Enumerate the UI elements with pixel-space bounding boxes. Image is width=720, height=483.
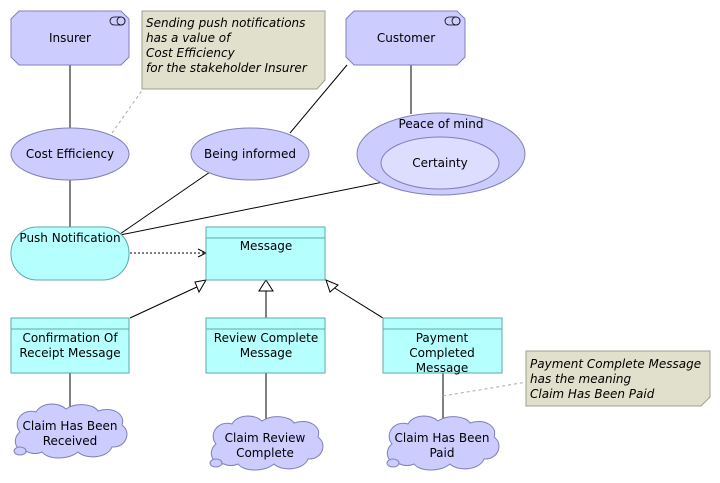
value-peace-of-mind-label: Peace of mind [399,117,484,131]
cloud-dot [209,458,223,468]
object-payment-line-3: Message [416,361,469,375]
value-certainty-label: Certainty [412,156,468,170]
meaning-claim-paid-line-2: Paid [429,446,454,460]
object-confirmation-line-2: Receipt Message [19,346,120,360]
object-review-complete[interactable]: Review Complete Message [205,317,326,374]
meaning-claim-received-line-2: Received [43,434,98,448]
value-cost-efficiency[interactable]: Cost Efficiency [10,127,130,181]
meaning-claim-review-line-1: Claim Review [225,431,306,445]
object-payment-completed[interactable]: Payment Completed Message [382,317,503,375]
object-confirmation-line-1: Confirmation Of [22,331,118,345]
meaning-claim-review-line-2: Complete [236,446,294,460]
stakeholder-icon-ring [451,16,461,26]
note-insurer-line-4: for the stakeholder Insurer [146,61,308,75]
cloud-dot [386,458,400,468]
meaning-claim-received[interactable]: Claim Has Been Received [13,403,128,459]
specialization-arrowhead-middle [258,279,274,292]
note-insurer-line-3: Cost Efficiency [146,46,236,60]
value-peace-of-mind[interactable]: Peace of mind Certainty [356,112,526,196]
note-payment-line-1: Payment Complete Message [530,357,701,371]
note-insurer[interactable]: Sending push notifications has a value o… [141,10,326,90]
note-insurer-line-1: Sending push notifications [146,16,305,30]
specialization-arrowhead-left [194,279,207,294]
specialization-arrowhead-right [325,279,339,293]
stakeholder-customer-label: Customer [377,31,435,45]
peace-of-mind-to-push-notification [119,181,384,236]
meaning-claim-review-complete[interactable]: Claim Review Complete [209,415,324,471]
object-message-label: Message [240,239,293,253]
meaning-claim-has-been-paid[interactable]: Claim Has Been Paid [386,415,500,471]
meaning-claim-received-line-1: Claim Has Been [23,419,118,433]
object-message[interactable]: Message [205,226,326,281]
stakeholder-insurer[interactable]: Insurer [10,10,130,66]
customer-to-being-informed [289,64,348,134]
value-cost-efficiency-label: Cost Efficiency [26,147,114,161]
payment-note-link [442,381,528,397]
object-payment-line-1: Payment [416,331,469,345]
value-certainty[interactable]: Certainty [380,136,500,190]
note-payment-line-2: has the meaning [530,372,632,386]
meaning-claim-paid-line-1: Claim Has Been [395,431,490,445]
stakeholder-insurer-label: Insurer [49,31,91,45]
connections [69,64,528,419]
stakeholder-customer[interactable]: Customer [345,10,466,66]
confirmation-specializes-message [129,285,200,319]
object-review-line-1: Review Complete [214,331,318,345]
payment-specializes-message [332,286,384,319]
stakeholder-icon-ring [116,16,126,26]
value-being-informed-label: Being informed [204,147,296,161]
note-insurer-line-2: has a value of [146,31,232,45]
insurer-note-link [111,88,144,134]
object-payment-line-2: Completed [409,346,474,360]
being-informed-to-push-notification [119,171,211,235]
value-being-informed[interactable]: Being informed [190,127,310,181]
object-review-line-2: Message [240,346,293,360]
note-payment[interactable]: Payment Complete Message has the meaning… [525,350,711,407]
service-push-notification[interactable]: Push Notification [10,226,130,281]
object-confirmation-of-receipt[interactable]: Confirmation Of Receipt Message [10,317,130,374]
note-payment-line-3: Claim Has Been Paid [530,387,655,401]
service-push-notification-label: Push Notification [19,231,120,245]
cloud-dot [13,446,27,456]
